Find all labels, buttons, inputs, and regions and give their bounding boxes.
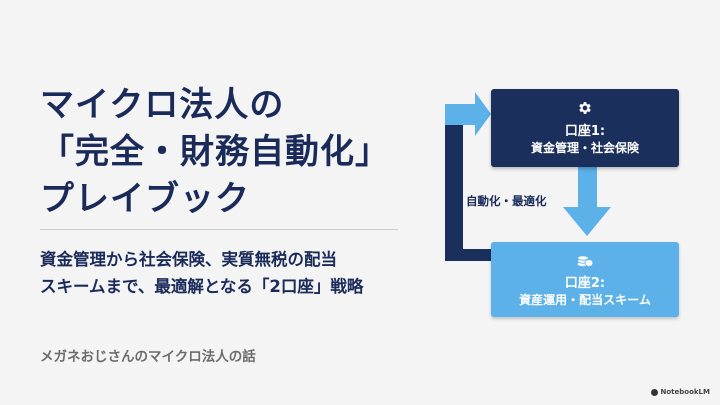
page-title: マイクロ法人の 「完全・財務自動化」 プレイブック — [40, 82, 390, 223]
account2-subtitle: 資産運用・配当スキーム — [519, 292, 651, 307]
subtitle: 資金管理から社会保険、実質無税の配当 スキームまで、最適解となる「2口座」戦略 — [40, 246, 363, 300]
coins-icon — [576, 252, 594, 272]
blue-arrow-down — [563, 167, 611, 236]
divider — [40, 229, 398, 230]
notebooklm-logo-icon — [650, 388, 658, 396]
flow-label: 自動化・最適化 — [466, 194, 547, 208]
account1-subtitle: 資金管理・社会保険 — [530, 141, 639, 155]
account2-box: 口座2: 資産運用・配当スキーム — [491, 242, 679, 317]
account1-title: 口座1: — [564, 124, 606, 139]
footer-text: メガネおじさんのマイクロ法人の話 — [40, 349, 256, 365]
subtitle-line-2: スキームまで、最適解となる「2口座」戦略 — [40, 277, 364, 296]
navy-arrow-segment — [445, 125, 491, 261]
title-line-2: 「完全・財務自動化」 — [40, 132, 390, 172]
subtitle-line-1: 資金管理から社会保険、実質無税の配当 — [40, 250, 337, 269]
gear-icon — [577, 100, 593, 120]
title-line-3: プレイブック — [40, 179, 250, 219]
brand-label: NotebookLM — [660, 388, 710, 396]
brand-watermark: NotebookLM — [650, 388, 710, 396]
title-line-1: マイクロ法人の — [40, 85, 285, 125]
account1-box: 口座1: 資金管理・社会保険 — [491, 89, 679, 167]
account2-title: 口座2: — [564, 275, 606, 291]
blue-arrow-rail — [445, 104, 463, 125]
